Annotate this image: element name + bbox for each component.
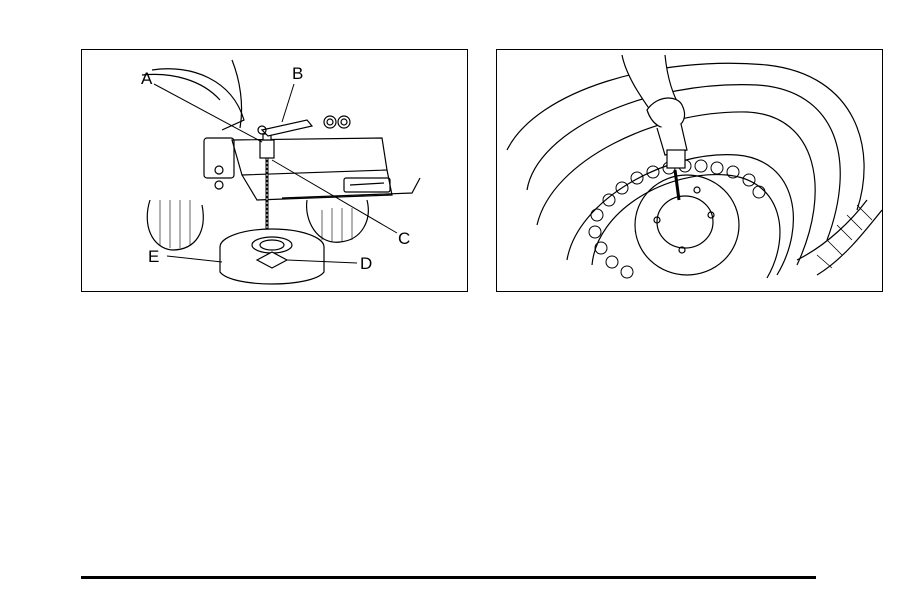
illustration-spare-tire-hoist: A B C D E (81, 49, 468, 292)
callout-b: B (292, 65, 303, 82)
illustration-wheel-retainer (496, 49, 883, 292)
callout-d: D (360, 255, 372, 272)
footer-rule (81, 576, 816, 579)
hoist-drawing (82, 50, 468, 292)
callout-a: A (141, 70, 152, 87)
callout-e: E (148, 248, 159, 265)
callout-c: C (398, 230, 410, 247)
wheel-drawing (497, 50, 883, 292)
